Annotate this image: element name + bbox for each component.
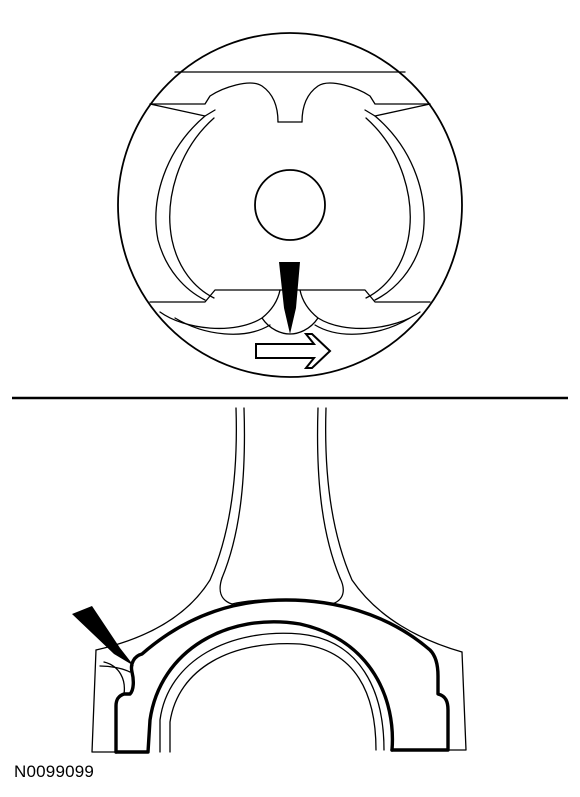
rod-locating-notch xyxy=(99,661,131,695)
right-side-relief-inner xyxy=(365,117,411,299)
upper-right-valve-pocket xyxy=(301,82,431,123)
rod-beam-right-outer xyxy=(325,407,463,653)
connecting-rod-big-end xyxy=(72,407,467,754)
rod-right-side xyxy=(443,651,467,751)
figure-reference-code: N0099099 xyxy=(14,762,95,781)
left-side-relief-inner xyxy=(169,117,215,299)
upper-left-notch xyxy=(149,103,216,117)
arrow-pointing-notch xyxy=(72,606,134,666)
lower-pocket-arc-right xyxy=(299,289,421,330)
rod-bore-shell-line-1 xyxy=(159,632,385,753)
piston-pin-hole xyxy=(254,169,326,241)
lower-pocket-arc-inner xyxy=(174,317,411,335)
upper-right-notch xyxy=(364,103,431,117)
right-side-relief xyxy=(374,115,425,301)
rod-left-side xyxy=(91,649,117,753)
rod-bearing-bore-outer xyxy=(114,598,450,754)
direction-arrow-right xyxy=(255,333,332,369)
rod-beam-left-outer xyxy=(95,407,237,651)
piston-outer-circle xyxy=(117,32,463,378)
left-side-relief xyxy=(155,115,206,301)
rod-bore-shell-line-2 xyxy=(169,642,377,753)
upper-left-valve-pocket xyxy=(149,82,279,123)
lower-pocket-arc-left xyxy=(159,289,281,330)
rod-bearing-bore-inner xyxy=(114,620,395,754)
rod-beam-left-inner xyxy=(221,407,246,579)
piston-crown-top-view xyxy=(117,32,463,378)
arrow-pointing-down xyxy=(279,262,300,334)
rod-beam-right-inner xyxy=(316,407,341,579)
